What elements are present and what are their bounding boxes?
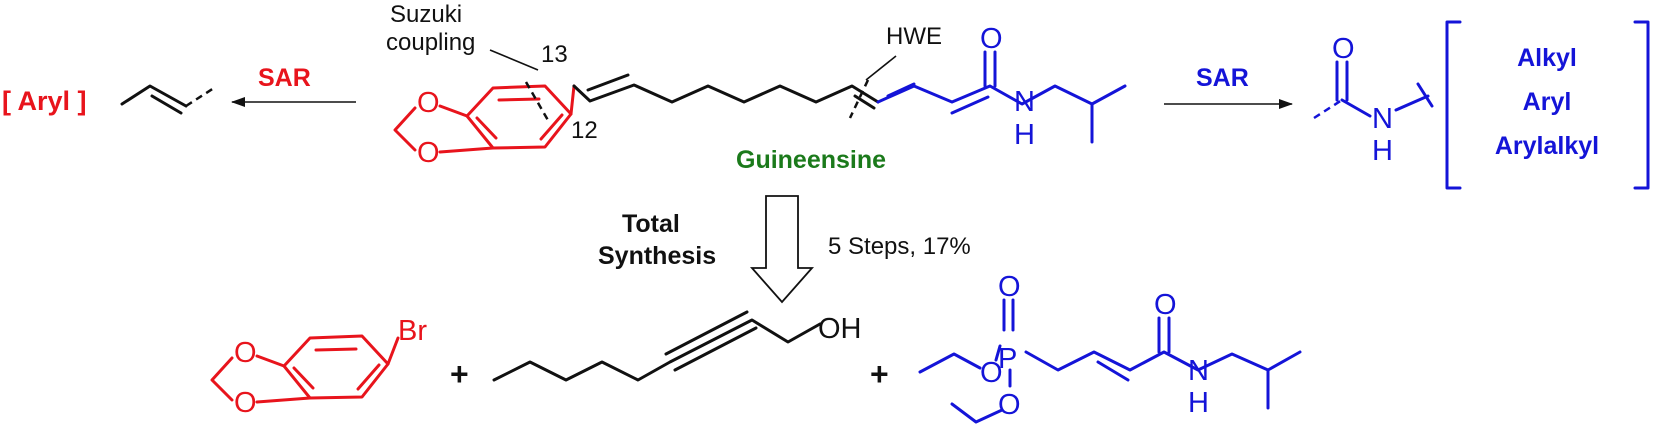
- ethoxy-oxygen-2: O: [998, 389, 1021, 421]
- bromo-ring-double-3: [292, 366, 315, 390]
- methylenedioxy-bridge: [393, 106, 417, 152]
- chain-double-bond-2: [853, 94, 876, 110]
- reagent-amide-oxygen: O: [1154, 289, 1177, 321]
- dienamide-chain: [876, 84, 1127, 106]
- bromo-ring-o-bottom-bond: [255, 396, 312, 404]
- aryl-chain-bond: [569, 84, 576, 116]
- reagent-amide-hydrogen: H: [1188, 387, 1209, 419]
- alkynol-structure: OH: [492, 310, 862, 382]
- ring-double-bond-2: [539, 113, 564, 141]
- phosphoryl-oxygen: O: [998, 271, 1021, 303]
- open-arrow: [750, 195, 814, 304]
- bromobenzodioxole-structure: O O Br: [210, 315, 427, 419]
- compound-name-label: Guineensine: [736, 146, 886, 174]
- polyene-chain: [572, 83, 880, 104]
- dienamide-double-bond-1: [886, 82, 916, 98]
- sar-amide-nitrogen: N: [1372, 103, 1393, 135]
- left-sar-fragment: [ Aryl ]: [2, 84, 215, 116]
- amide-hydrogen: H: [1014, 119, 1035, 151]
- bromo-ring-double-2: [356, 363, 381, 391]
- alkyne-bond-2: [664, 310, 749, 356]
- ring-o-bond-top: [438, 104, 469, 118]
- alkynol-chain: [492, 318, 822, 382]
- c12-c13-double-bond: [586, 73, 630, 92]
- alkene-bond: [120, 84, 188, 108]
- left-square-bracket: [1445, 20, 1462, 190]
- bromo-methylenedioxy: [210, 356, 234, 402]
- substituent-wavy-mark: [1416, 82, 1434, 108]
- hydroxyl-group: OH: [818, 313, 862, 345]
- bromine-atom: Br: [398, 315, 427, 347]
- alkene-inner-bond: [150, 94, 183, 115]
- sar-left-label: SAR: [258, 64, 311, 92]
- position-12-label: 12: [571, 117, 598, 144]
- suzuki-label-line1: Suzuki: [390, 1, 462, 28]
- benzene-ring: [465, 84, 573, 150]
- carbon-bromine-bond: [386, 336, 400, 366]
- bromo-benzene-ring: [282, 334, 390, 400]
- phosphonate-amide-structure: P O O O O N H: [918, 271, 1302, 424]
- sar-amide-oxygen: O: [1332, 33, 1355, 65]
- right-sar-arrow: SAR: [1164, 64, 1293, 109]
- sar-amide-hydrogen: H: [1372, 135, 1393, 167]
- ring-double-bond-1: [497, 97, 541, 102]
- steps-yield-label: 5 Steps, 17%: [828, 233, 971, 260]
- substituent-aryl: Aryl: [1523, 88, 1572, 116]
- alkyne-bond-3: [673, 326, 758, 372]
- aryl-bracket-label: [ Aryl ]: [2, 86, 87, 116]
- ring-double-bond-3: [475, 116, 498, 140]
- ring-o-bond-bottom: [438, 146, 495, 154]
- right-square-bracket: [1633, 20, 1650, 190]
- reagent-isobutyl-end: [1266, 350, 1302, 372]
- ethoxy-2: [950, 402, 1004, 424]
- suzuki-disconnection: [524, 81, 551, 123]
- phosphorus-atom: P: [998, 343, 1017, 375]
- n-to-substituent-bond: [1394, 94, 1430, 112]
- amide-attachment-dash: [1313, 98, 1343, 120]
- plus-sign-2: +: [870, 356, 889, 392]
- suzuki-label-line2: coupling: [386, 29, 475, 56]
- substituent-arylalkyl: Arylalkyl: [1495, 132, 1599, 160]
- reagent-double-bond: [1096, 360, 1130, 382]
- substituent-alkyl: Alkyl: [1517, 44, 1577, 72]
- synthesis-label: Synthesis: [598, 242, 716, 270]
- ring-o-bottom: O: [417, 137, 440, 169]
- sar-right-label: SAR: [1196, 64, 1249, 92]
- guineensine-structure: O O O N H Suzuki coupling 13 12 HWE Guin…: [386, 1, 1127, 174]
- bromo-ring-o-top-bond: [255, 354, 286, 368]
- ethoxy-1: [918, 352, 982, 374]
- bromo-ring-double-1: [314, 347, 358, 352]
- right-sar-fragment: O N H Alkyl Aryl Arylalkyl: [1313, 20, 1650, 190]
- reagent-chain: [1024, 350, 1270, 372]
- carbonyl-to-n-bond: [1340, 98, 1372, 118]
- bromo-ring-o-bottom: O: [234, 387, 257, 419]
- left-sar-arrow: SAR: [231, 64, 356, 107]
- amide-nitrogen: N: [1014, 86, 1035, 118]
- hwe-label: HWE: [886, 23, 942, 50]
- amide-oxygen: O: [980, 23, 1003, 55]
- plus-sign-1: +: [450, 356, 469, 392]
- position-13-label: 13: [541, 41, 568, 68]
- hwe-leader-line: [865, 55, 897, 81]
- p-o-bond-1: [994, 344, 1002, 362]
- retrosynthesis-arrow: Total Synthesis 5 Steps, 17%: [598, 195, 971, 304]
- ethoxy-oxygen-1: O: [980, 357, 1003, 389]
- total-label: Total: [622, 210, 680, 238]
- ring-o-top: O: [417, 87, 440, 119]
- reagent-amide-nitrogen: N: [1188, 355, 1209, 387]
- suzuki-leader-line: [489, 49, 539, 71]
- wavy-attachment-dash: [185, 86, 215, 108]
- bromo-ring-o-top: O: [234, 337, 257, 369]
- dienamide-double-bond-2: [950, 95, 990, 115]
